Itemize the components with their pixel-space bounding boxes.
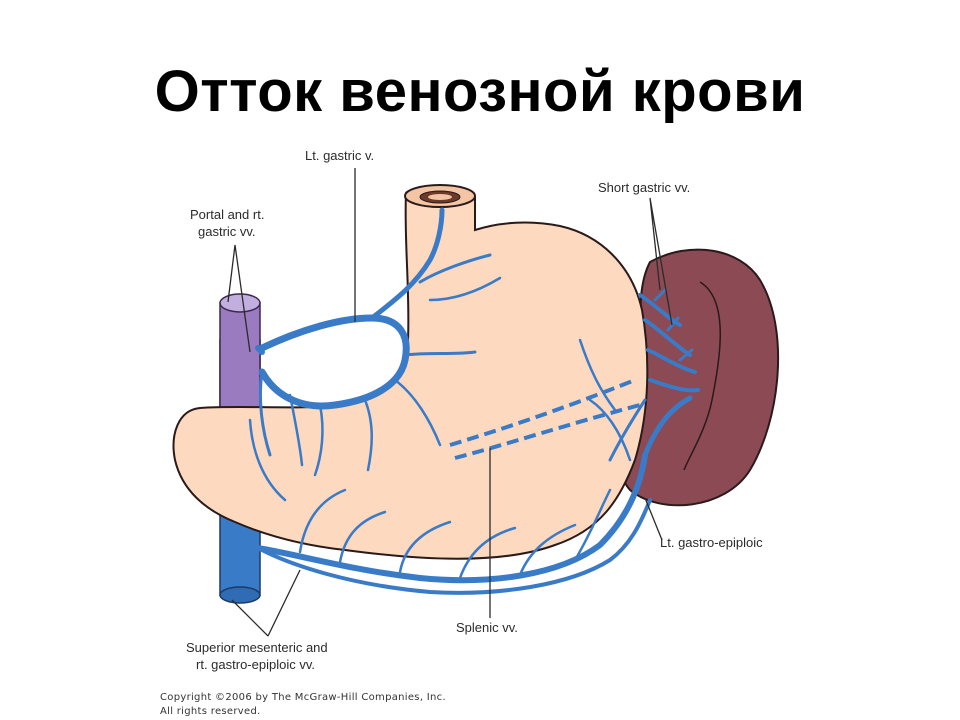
label-superior-mesenteric-line2: rt. gastro-epiploic vv. <box>196 657 315 672</box>
label-lt-gastric: Lt. gastric v. <box>305 148 374 163</box>
leader-lines <box>227 168 673 637</box>
label-lt-gastro-epiploic: Lt. gastro-epiploic <box>660 535 763 550</box>
copyright-line1: Copyright ©2006 by The McGraw-Hill Compa… <box>160 692 446 703</box>
label-portal-line1: Portal and rt. <box>190 207 264 222</box>
label-splenic: Splenic vv. <box>456 620 518 635</box>
label-superior-mesenteric-line1: Superior mesenteric and <box>186 640 328 655</box>
label-short-gastric: Short gastric vv. <box>598 180 690 195</box>
gastric-veins <box>248 207 700 595</box>
splenic-veins-dashed <box>449 378 641 460</box>
copyright-line2: All rights reserved. <box>160 706 261 717</box>
slide-title: Отток венозной крови <box>154 59 806 124</box>
label-portal-line2: gastric vv. <box>198 224 256 239</box>
